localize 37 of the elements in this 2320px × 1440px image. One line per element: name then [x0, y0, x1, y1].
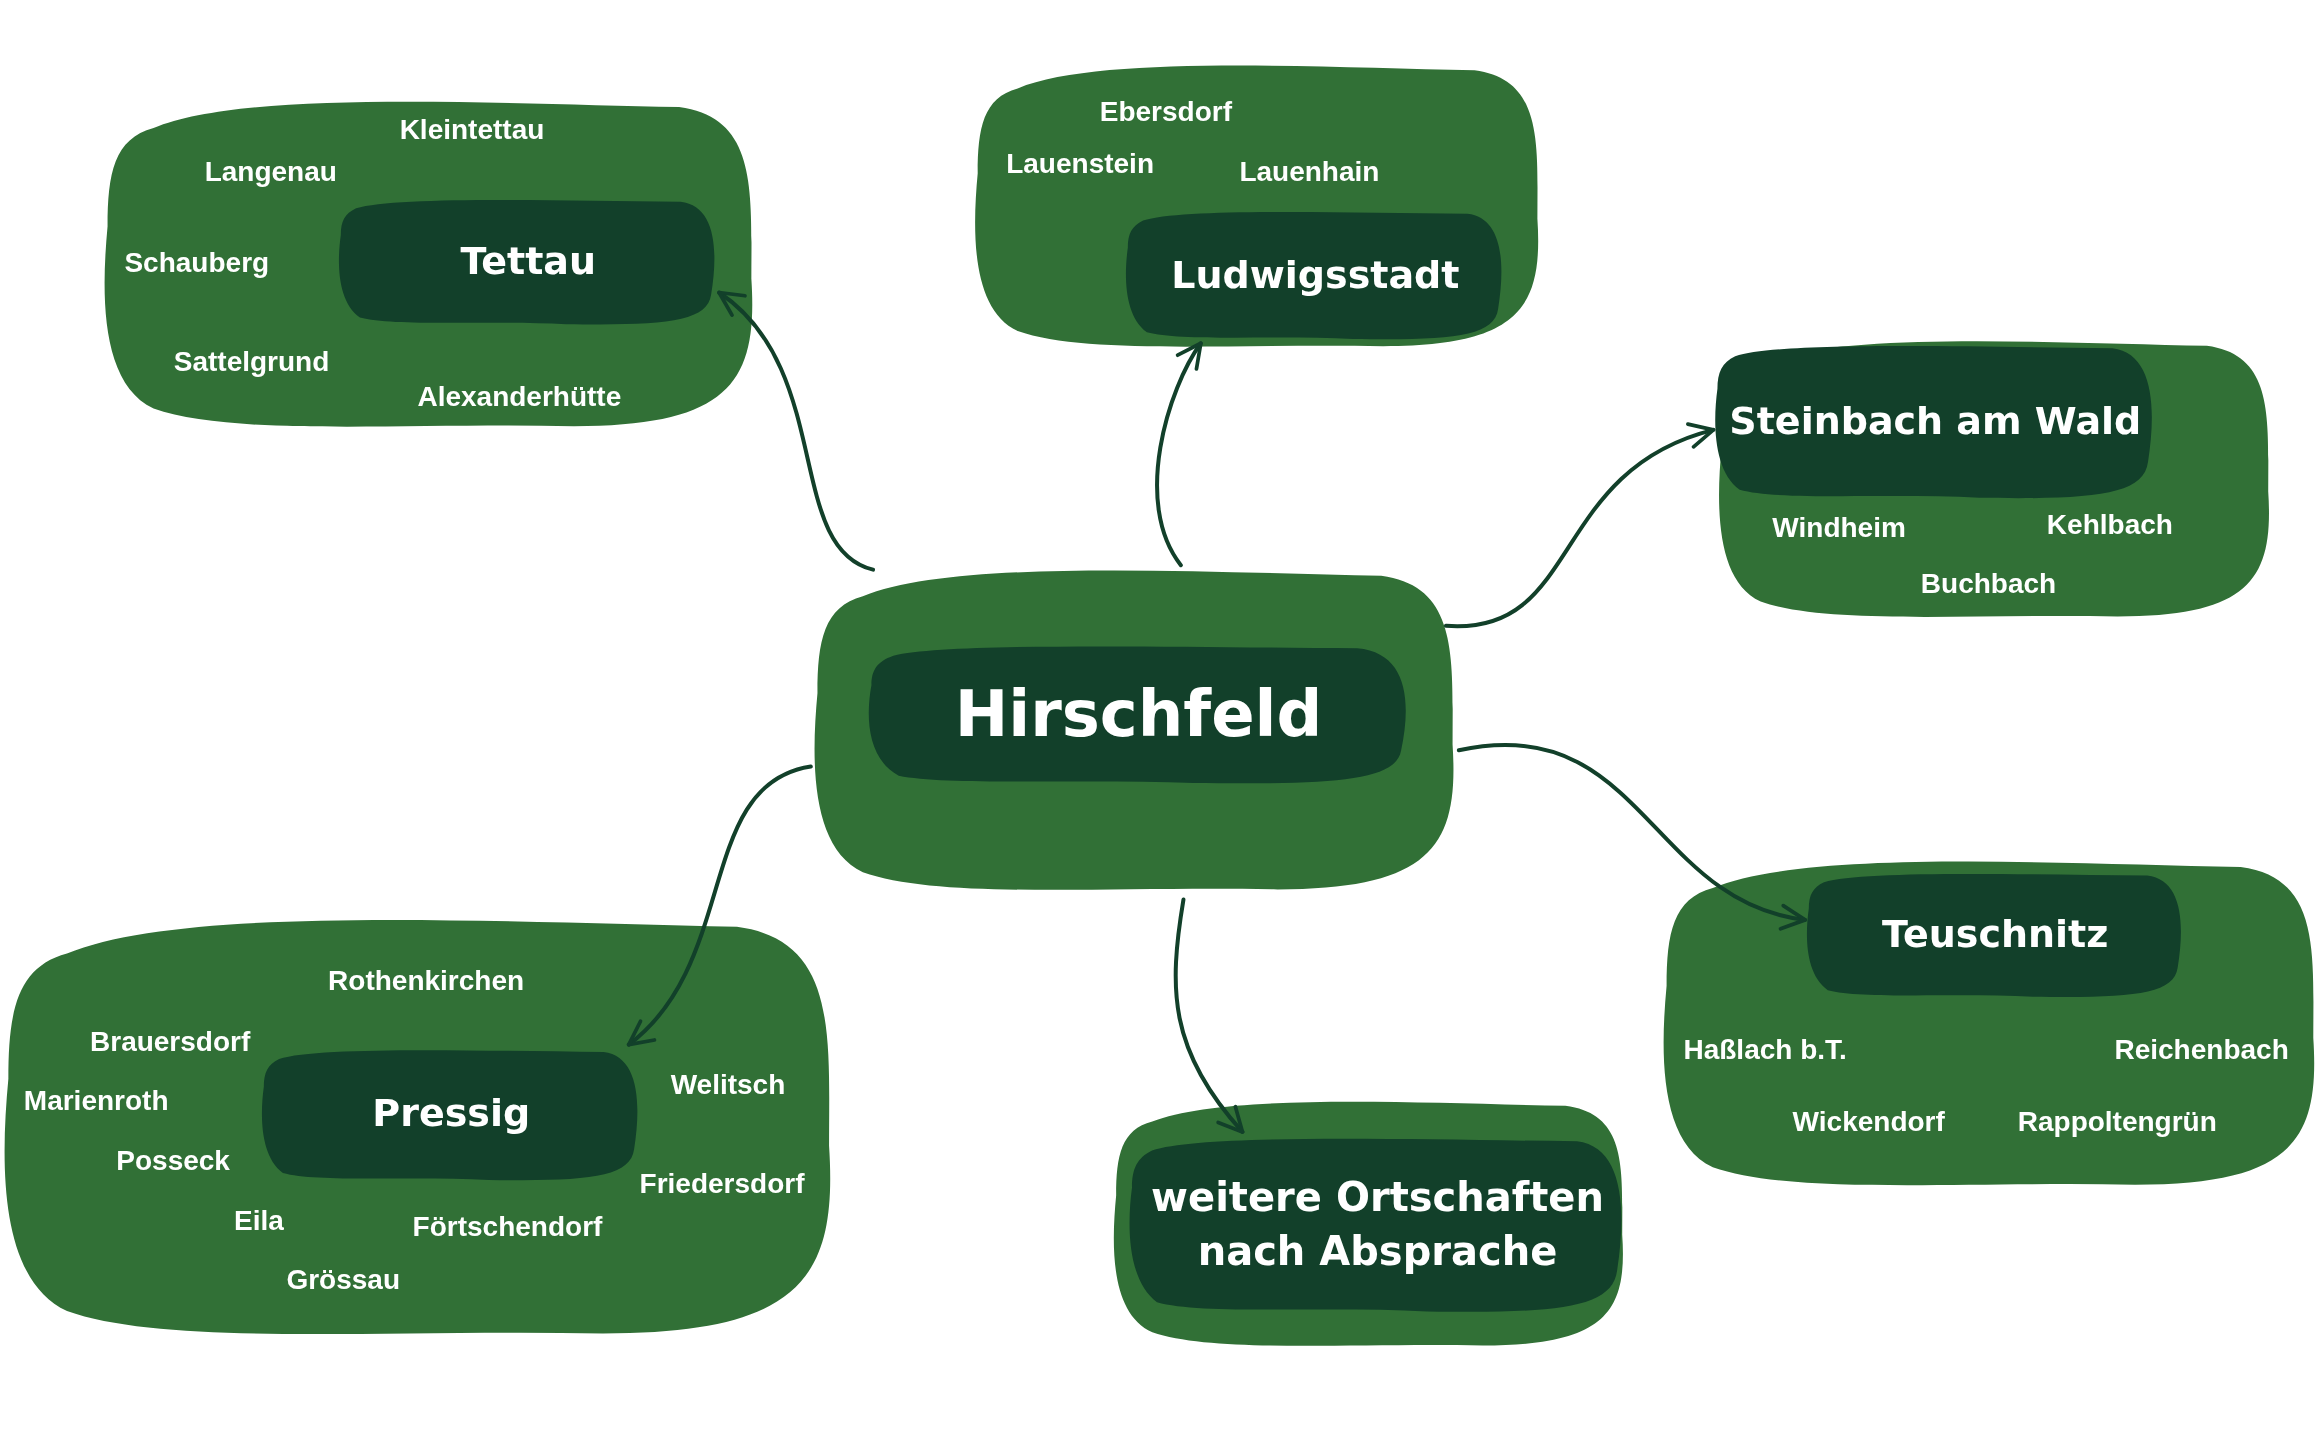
village-name: Posseck [116, 1145, 230, 1178]
village-name: Reichenbach [2114, 1034, 2289, 1067]
town-name: Pressig [372, 1090, 531, 1138]
town-name: Tettau [460, 238, 597, 286]
village-name: Alexanderhütte [417, 380, 622, 413]
village-name: Eila [234, 1204, 284, 1237]
village-name: Rappoltengrün [2017, 1105, 2217, 1138]
arrow [717, 290, 876, 572]
village-name: Buchbach [1920, 568, 2057, 601]
village-name: Friedersdorf [639, 1167, 805, 1200]
arrow [1173, 897, 1245, 1134]
town-name: Hirschfeld [954, 675, 1323, 753]
village-name: Brauersdorf [90, 1025, 251, 1058]
village-name: Rothenkirchen [328, 964, 525, 997]
village-name: Schauberg [124, 247, 270, 280]
village-name: Haßlach b.T. [1683, 1034, 1847, 1067]
village-name: Sattelgrund [173, 346, 330, 379]
town-name: weitere Ortschaften nach Absprache [1150, 1173, 1605, 1277]
village-name: Kehlbach [2046, 509, 2173, 542]
arrow [1155, 341, 1203, 568]
village-name: Förtschendorf [412, 1210, 603, 1243]
village-name: Langenau [204, 155, 337, 188]
village-name: Lauenstein [1006, 148, 1154, 181]
arrow [1443, 424, 1716, 628]
village-name: Ebersdorf [1099, 96, 1232, 129]
village-name: Marienroth [23, 1084, 169, 1117]
village-name: Grössau [286, 1263, 401, 1296]
arrow [1456, 742, 1808, 929]
village-name: Kleintettau [399, 114, 545, 147]
town-name: Steinbach am Wald [1729, 398, 2142, 445]
arrow [626, 764, 813, 1047]
town-name: Ludwigsstadt [1171, 251, 1460, 299]
town-name: Teuschnitz [1882, 910, 2109, 958]
village-name: Windheim [1772, 512, 1906, 545]
village-name: Wickendorf [1792, 1105, 1945, 1138]
village-name: Welitsch [670, 1068, 786, 1101]
village-name: Lauenhain [1239, 155, 1380, 188]
